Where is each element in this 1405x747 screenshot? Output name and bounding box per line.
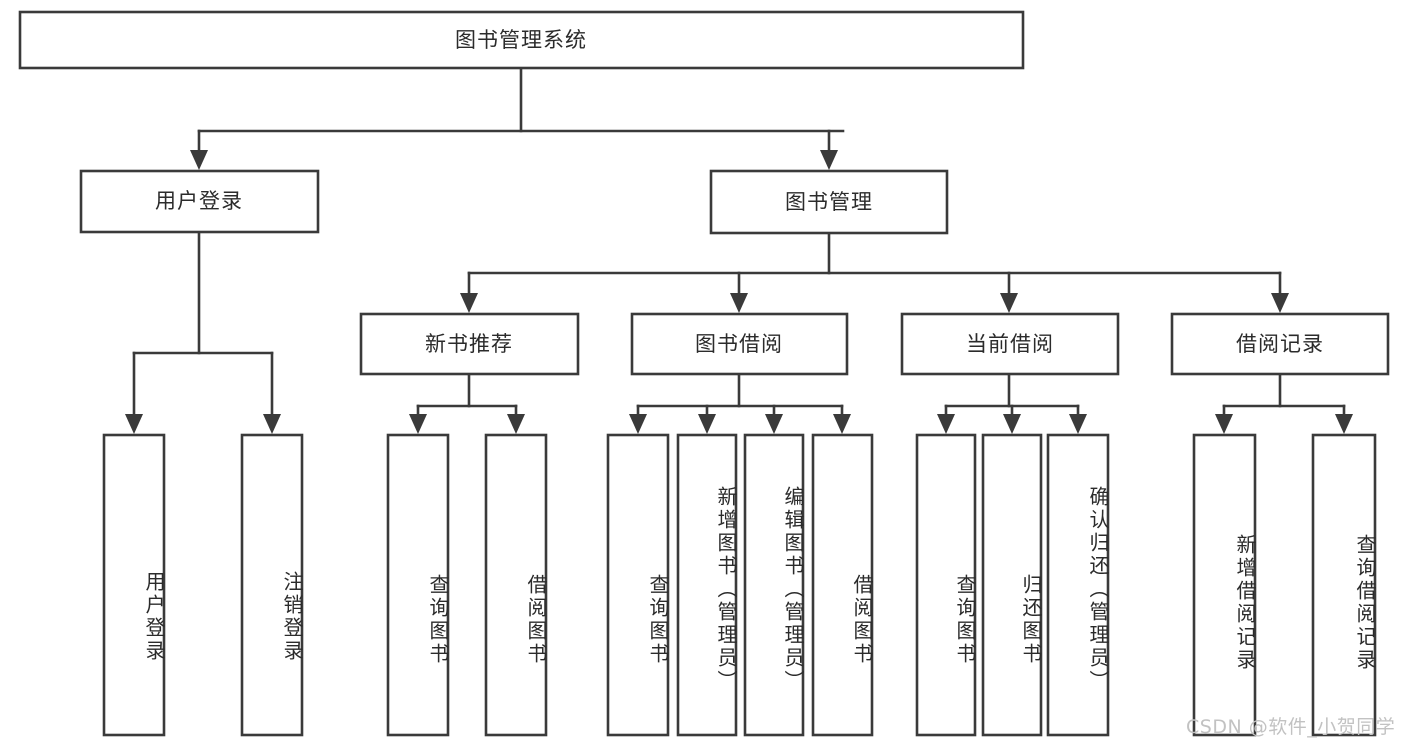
node-book-manage-label: 图书管理 [785,190,873,214]
node-borrow-record[interactable]: 借阅记录 [1170,312,1390,376]
watermark-text: CSDN @软件_小贺同学 [1186,716,1396,738]
node-user-login[interactable]: 用户登录 [79,169,320,234]
node-book-borrow-label: 图书借阅 [695,332,783,356]
node-borrow-record-label: 借阅记录 [1236,332,1324,356]
leaf-box-query-book-cur[interactable] [915,433,977,737]
node-current-borrow[interactable]: 当前借阅 [900,312,1120,376]
connector-root-to-level2 [190,66,845,170]
node-current-borrow-label: 当前借阅 [966,332,1054,356]
node-user-login-label: 用户登录 [155,189,243,213]
leaf-boxes [102,433,1377,737]
leaf-box-borrow-book-rec[interactable] [484,433,548,737]
leaf-box-edit-book-admin[interactable] [743,433,805,737]
leaf-box-borrow-book[interactable] [811,433,874,737]
leaf-box-confirm-return-admin[interactable] [1046,433,1110,737]
node-root-label: 图书管理系统 [455,28,587,52]
leaf-box-query-borrow-record[interactable] [1311,433,1377,737]
leaf-box-query-book-borrow[interactable] [606,433,670,737]
leaf-box-logout-login[interactable] [240,433,304,737]
connector-current-borrow-to-leaves [937,372,1087,434]
node-new-book-recommend-label: 新书推荐 [425,332,513,356]
leaf-box-add-borrow-record[interactable] [1192,433,1257,737]
node-new-book-recommend[interactable]: 新书推荐 [359,312,580,376]
leaf-box-user-login[interactable] [102,433,166,737]
node-root[interactable]: 图书管理系统 [18,10,1025,70]
connector-borrow-record-to-leaves [1215,372,1353,434]
leaf-box-add-book-admin[interactable] [676,433,738,737]
leaf-box-return-book[interactable] [981,433,1043,737]
connector-user-login-to-leaves [125,230,281,434]
leaf-box-query-book-rec[interactable] [386,433,450,737]
node-book-manage[interactable]: 图书管理 [709,169,949,235]
connector-new-book-recommend-to-leaves [409,372,525,434]
connector-book-borrow-to-leaves [629,372,851,434]
connector-book-manage-to-level3 [460,231,1289,313]
node-book-borrow[interactable]: 图书借阅 [630,312,849,376]
